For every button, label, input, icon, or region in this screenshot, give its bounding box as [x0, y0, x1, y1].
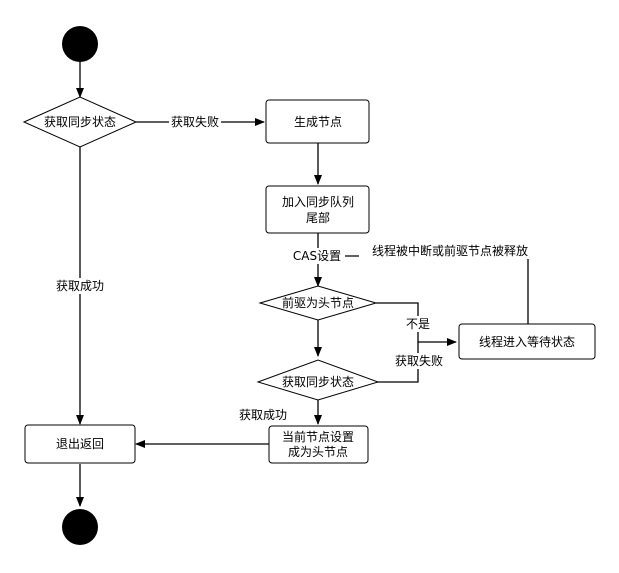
label-acquire-failed-1: 获取失败 — [171, 114, 219, 129]
process-exit-return: 退出返回 — [24, 424, 136, 464]
process-append-line1: 加入同步队列 — [282, 194, 354, 209]
decision-acquire-sync-state-1-label: 获取同步状态 — [44, 115, 116, 129]
label-acquire-success-1: 获取成功 — [56, 279, 104, 293]
nodes: 获取同步状态 生成节点 加入同步队列 尾部 前驱为头节点 线程进入等待状态 获取… — [22, 26, 596, 545]
process-thread-wait: 线程进入等待状态 — [458, 323, 596, 360]
process-set-as-head-line1: 当前节点设置 — [282, 429, 354, 444]
process-exit-return-label: 退出返回 — [56, 437, 104, 451]
process-generate-node: 生成节点 — [265, 99, 370, 144]
process-generate-node-label: 生成节点 — [294, 115, 342, 129]
label-acquire-failed-2: 获取失败 — [395, 353, 443, 368]
decision-acquire-sync-state-2-label: 获取同步状态 — [282, 375, 354, 389]
edge-labels: 获取失败 获取成功 CAS设置 线程被中断或前驱节点被释放 不是 获取失败 获取… — [53, 114, 541, 423]
process-set-as-head-line2: 成为头节点 — [288, 445, 348, 459]
label-not-yes: 不是 — [406, 317, 430, 331]
end-node — [62, 509, 98, 545]
label-acquire-success-2: 获取成功 — [239, 408, 287, 422]
process-append-line2: 尾部 — [306, 210, 330, 225]
decision-predecessor-is-head-label: 前驱为头节点 — [282, 295, 354, 310]
process-set-as-head: 当前节点设置 成为头节点 — [268, 425, 369, 464]
label-cas-set: CAS设置 — [293, 249, 341, 263]
edge-wait-back-to-queue — [325, 252, 529, 324]
label-interrupted-or-woken: 线程被中断或前驱节点被释放 — [372, 243, 528, 258]
process-thread-wait-label: 线程进入等待状态 — [479, 334, 575, 349]
decision-acquire-sync-state-1: 获取同步状态 — [22, 96, 138, 148]
decision-predecessor-is-head: 前驱为头节点 — [258, 285, 378, 321]
process-append-to-queue-tail: 加入同步队列 尾部 — [265, 185, 370, 234]
decision-acquire-sync-state-2: 获取同步状态 — [256, 359, 380, 401]
start-node — [62, 26, 98, 62]
